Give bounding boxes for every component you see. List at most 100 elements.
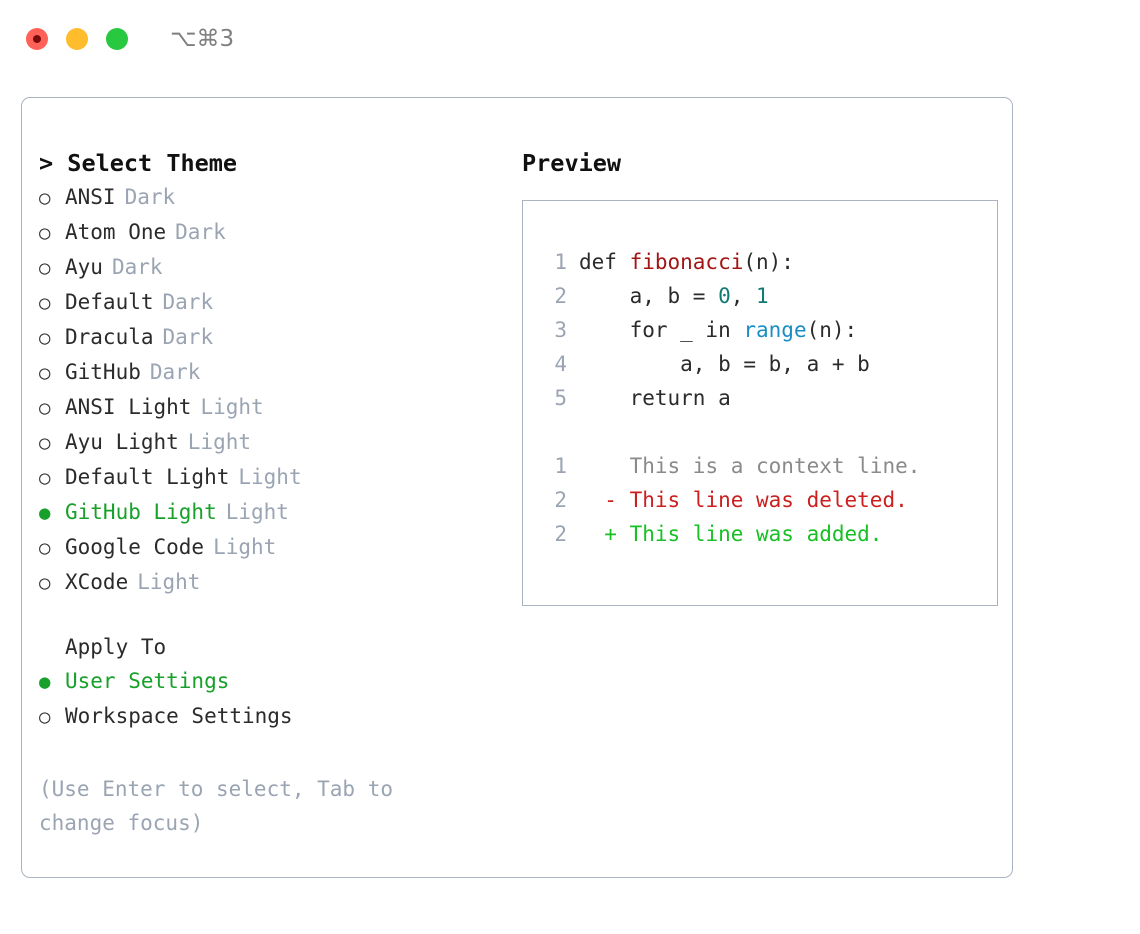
line-number: 3 bbox=[554, 318, 567, 342]
code-line: 1 def fibonacci(n): bbox=[541, 245, 997, 279]
theme-option-label: ANSI bbox=[65, 185, 116, 209]
apply-to-option-label: Workspace Settings bbox=[65, 704, 293, 728]
line-number: 1 bbox=[554, 250, 567, 274]
radio-unselected-icon: ○ bbox=[39, 537, 51, 559]
theme-option-label: Atom One bbox=[65, 220, 167, 244]
diff-marker bbox=[579, 449, 617, 483]
code-line: 4 a, b = b, a + b bbox=[541, 347, 997, 381]
code-token: a, b = bbox=[579, 284, 719, 308]
code-line: 2 a, b = 0, 1 bbox=[541, 279, 997, 313]
code-token: range bbox=[743, 318, 807, 342]
theme-option-dracula[interactable]: ○ Dracula Dark bbox=[39, 320, 501, 355]
apply-to-option-label: User Settings bbox=[65, 669, 230, 693]
maximize-button[interactable] bbox=[106, 28, 128, 50]
diff-marker: + bbox=[579, 522, 617, 546]
code-token: fibonacci bbox=[629, 250, 744, 274]
theme-option-label: GitHub bbox=[65, 360, 141, 384]
theme-variant-tag: Dark bbox=[124, 185, 176, 209]
code-token: (n): bbox=[743, 250, 794, 274]
line-number: 4 bbox=[554, 352, 567, 376]
theme-variant-tag: Light bbox=[200, 395, 264, 419]
line-number: 2 bbox=[554, 522, 567, 546]
diff-line: 2 - This line was deleted. bbox=[541, 483, 997, 517]
theme-option-label: Dracula bbox=[65, 325, 154, 349]
theme-option-ayu-light[interactable]: ○ Ayu Light Light bbox=[39, 425, 501, 460]
apply-to-heading: Apply To bbox=[65, 635, 167, 659]
theme-option-label: Ayu bbox=[65, 255, 103, 279]
close-button[interactable] bbox=[26, 28, 48, 50]
theme-variant-tag: Light bbox=[213, 535, 277, 559]
theme-option-github-light[interactable]: ● GitHub Light Light bbox=[39, 495, 501, 530]
apply-to-list[interactable]: ● User Settings ○ Workspace Settings bbox=[39, 664, 501, 734]
radio-unselected-icon: ○ bbox=[39, 706, 51, 728]
code-token: for _ in bbox=[579, 318, 744, 342]
diff-line: 2 + This line was added. bbox=[541, 517, 997, 551]
diff-marker: - bbox=[579, 488, 617, 512]
radio-unselected-icon: ○ bbox=[39, 292, 51, 314]
theme-variant-tag: Dark bbox=[162, 325, 214, 349]
diff-text: This line was added. bbox=[616, 522, 883, 546]
code-token: (n): bbox=[806, 318, 858, 342]
theme-option-xcode[interactable]: ○ XCode Light bbox=[39, 565, 501, 600]
theme-option-label: Ayu Light bbox=[65, 430, 179, 454]
code-token: def bbox=[579, 250, 630, 274]
code-token: , bbox=[730, 284, 757, 308]
theme-option-google-code[interactable]: ○ Google Code Light bbox=[39, 530, 501, 565]
code-line: 3 for _ in range(n): bbox=[541, 313, 997, 347]
keyboard-shortcut-label: ⌥⌘3 bbox=[170, 26, 235, 52]
theme-option-ansi[interactable]: ○ ANSI Dark bbox=[39, 180, 501, 215]
title-bar: ⌥⌘3 bbox=[0, 0, 1140, 78]
minimize-button[interactable] bbox=[66, 28, 88, 50]
radio-unselected-icon: ○ bbox=[39, 467, 51, 489]
theme-variant-tag: Light bbox=[225, 500, 289, 524]
code-token: 1 bbox=[756, 284, 769, 308]
radio-unselected-icon: ○ bbox=[39, 432, 51, 454]
theme-option-label: Google Code bbox=[65, 535, 205, 559]
radio-selected-icon: ● bbox=[39, 502, 51, 524]
theme-option-label: XCode bbox=[65, 570, 129, 594]
theme-variant-tag: Dark bbox=[111, 255, 163, 279]
apply-to-option-workspace-settings[interactable]: ○ Workspace Settings bbox=[39, 699, 501, 734]
preview-heading: Preview bbox=[522, 149, 622, 177]
theme-variant-tag: Light bbox=[238, 465, 302, 489]
theme-variant-tag: Dark bbox=[162, 290, 214, 314]
keyboard-hint: (Use Enter to select, Tab to change focu… bbox=[39, 777, 394, 835]
theme-option-label: Default bbox=[65, 290, 154, 314]
line-number: 5 bbox=[554, 386, 567, 410]
radio-unselected-icon: ○ bbox=[39, 327, 51, 349]
theme-option-label: ANSI Light bbox=[65, 395, 192, 419]
theme-variant-tag: Light bbox=[137, 570, 201, 594]
theme-option-label: GitHub Light bbox=[65, 500, 217, 524]
code-line: 5 return a bbox=[541, 381, 997, 415]
diff-text: This line was deleted. bbox=[616, 488, 908, 512]
radio-unselected-icon: ○ bbox=[39, 187, 51, 209]
theme-variant-tag: Light bbox=[187, 430, 252, 454]
theme-option-default-light[interactable]: ○ Default Light Light bbox=[39, 460, 501, 495]
select-theme-heading: > Select Theme bbox=[39, 149, 238, 177]
diff-sample: 1 This is a context line.2 - This line w… bbox=[523, 449, 997, 551]
theme-option-default[interactable]: ○ Default Dark bbox=[39, 285, 501, 320]
radio-unselected-icon: ○ bbox=[39, 362, 51, 384]
code-token: 0 bbox=[718, 284, 731, 308]
diff-line: 1 This is a context line. bbox=[541, 449, 997, 483]
apply-to-option-user-settings[interactable]: ● User Settings bbox=[39, 664, 501, 699]
theme-option-label: Default Light bbox=[65, 465, 230, 489]
traffic-lights bbox=[26, 28, 128, 50]
radio-unselected-icon: ○ bbox=[39, 572, 51, 594]
code-token: return a bbox=[579, 386, 731, 410]
line-number: 2 bbox=[554, 284, 567, 308]
diff-text: This is a context line. bbox=[616, 454, 921, 478]
radio-unselected-icon: ○ bbox=[39, 222, 51, 244]
radio-selected-icon: ● bbox=[39, 671, 51, 693]
